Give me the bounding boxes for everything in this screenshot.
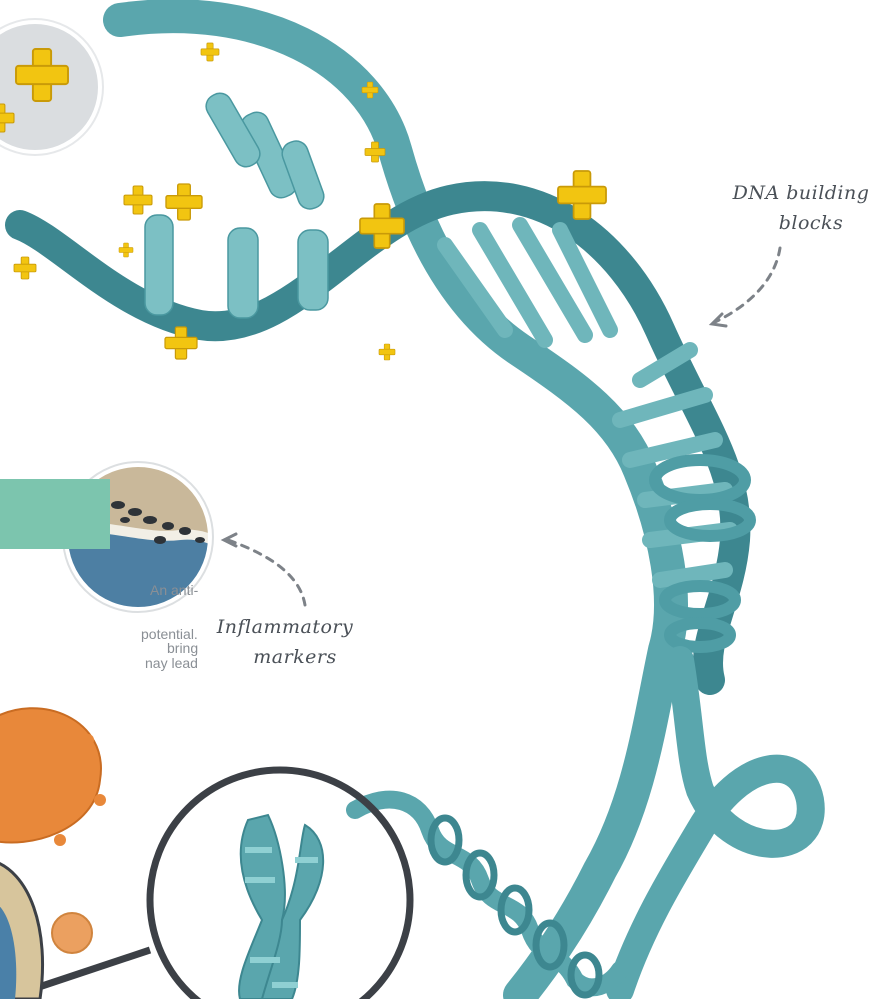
inflammatory-label-arrow xyxy=(224,534,305,605)
chromosome xyxy=(239,815,323,999)
immune-cells xyxy=(0,708,106,999)
dna-building-blocks-label: DNA building blocks xyxy=(726,178,876,238)
body-text-fragment: An anti- xyxy=(150,582,198,598)
nucleotide-zoom-circle xyxy=(0,19,103,155)
inflam-label-line-2: markers xyxy=(205,642,365,672)
dna-label-line-1: DNA building xyxy=(726,178,876,208)
body-text-fragment: bring xyxy=(167,640,198,656)
dna-label-line-2: blocks xyxy=(726,208,876,238)
dna-label-arrow xyxy=(712,248,780,326)
inflammatory-markers-label: Inflammatory markers xyxy=(205,612,365,672)
inflam-label-line-1: Inflammatory xyxy=(205,612,365,642)
body-text-fragment: nay lead xyxy=(145,655,198,671)
section-header-bar xyxy=(0,479,110,549)
